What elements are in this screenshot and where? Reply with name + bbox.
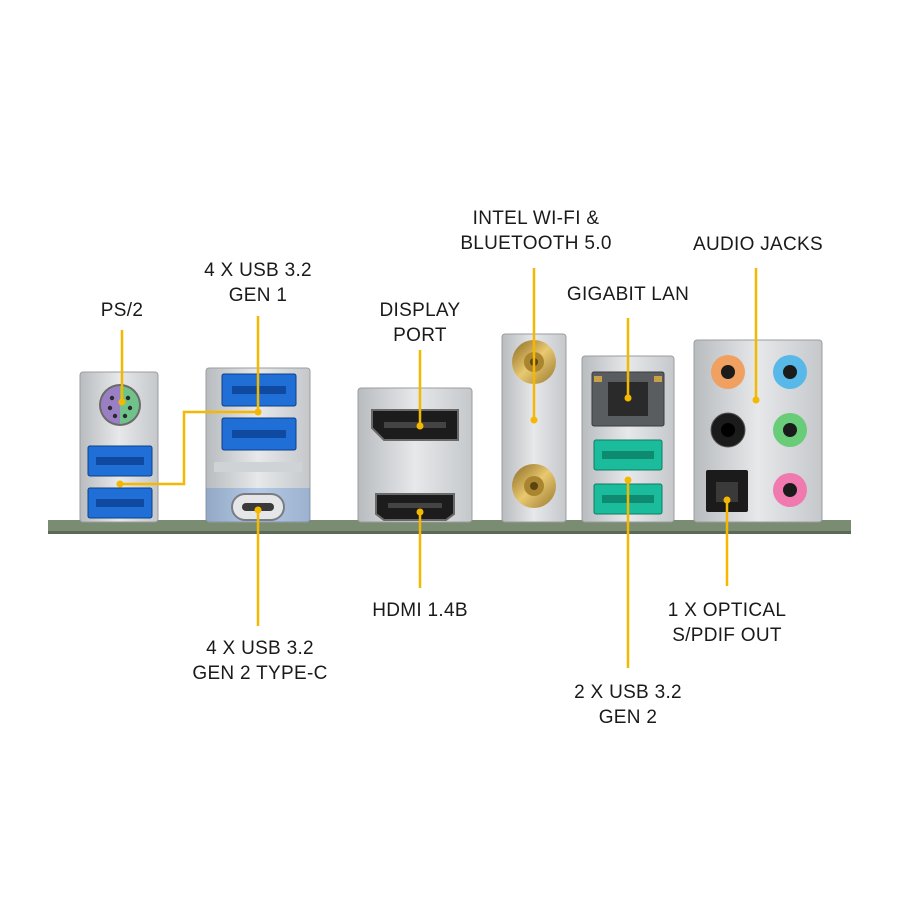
label-audio: AUDIO JACKS bbox=[693, 234, 823, 255]
label-usb-typec: 4 X USB 3.2 GEN 2 TYPE-C bbox=[192, 636, 327, 686]
label-wifi-line2: BLUETOOTH 5.0 bbox=[460, 233, 612, 254]
label-displayport-line1: DISPLAY bbox=[379, 300, 461, 321]
label-displayport-line2: PORT bbox=[393, 325, 447, 346]
label-usb-typec-line2: GEN 2 TYPE-C bbox=[192, 663, 328, 684]
label-wifi: INTEL WI-FI & BLUETOOTH 5.0 bbox=[460, 206, 611, 256]
label-usb-gen2-line2: GEN 2 bbox=[598, 707, 658, 728]
label-optical-line1: 1 X OPTICAL bbox=[667, 600, 787, 621]
label-usb-gen2-line1: 2 X USB 3.2 bbox=[574, 682, 682, 703]
label-usb-gen1-line1: 4 X USB 3.2 bbox=[204, 260, 312, 281]
label-usb-typec-line1: 4 X USB 3.2 bbox=[206, 638, 314, 659]
callout-lines bbox=[120, 268, 758, 668]
label-optical-line2: S/PDIF OUT bbox=[672, 625, 782, 646]
video-block bbox=[357, 387, 473, 523]
audio-block bbox=[693, 339, 823, 523]
ps2-usb-block bbox=[79, 371, 159, 523]
label-usb-gen1: 4 X USB 3.2 GEN 1 bbox=[204, 258, 312, 308]
pcb-edge bbox=[48, 531, 851, 534]
label-usb-gen1-line2: GEN 1 bbox=[228, 285, 288, 306]
label-hdmi: HDMI 1.4B bbox=[372, 600, 468, 621]
callout-dots bbox=[116, 394, 760, 516]
label-lan: GIGABIT LAN bbox=[566, 284, 690, 305]
label-wifi-line1: INTEL WI-FI & bbox=[472, 208, 600, 229]
label-optical: 1 X OPTICAL S/PDIF OUT bbox=[668, 598, 786, 648]
label-usb-gen2: 2 X USB 3.2 GEN 2 bbox=[574, 680, 682, 730]
callout-usb-gen1 bbox=[120, 316, 260, 486]
label-ps2: PS/2 bbox=[100, 300, 144, 321]
label-displayport: DISPLAY PORT bbox=[380, 298, 461, 348]
pcb-board bbox=[48, 520, 851, 534]
